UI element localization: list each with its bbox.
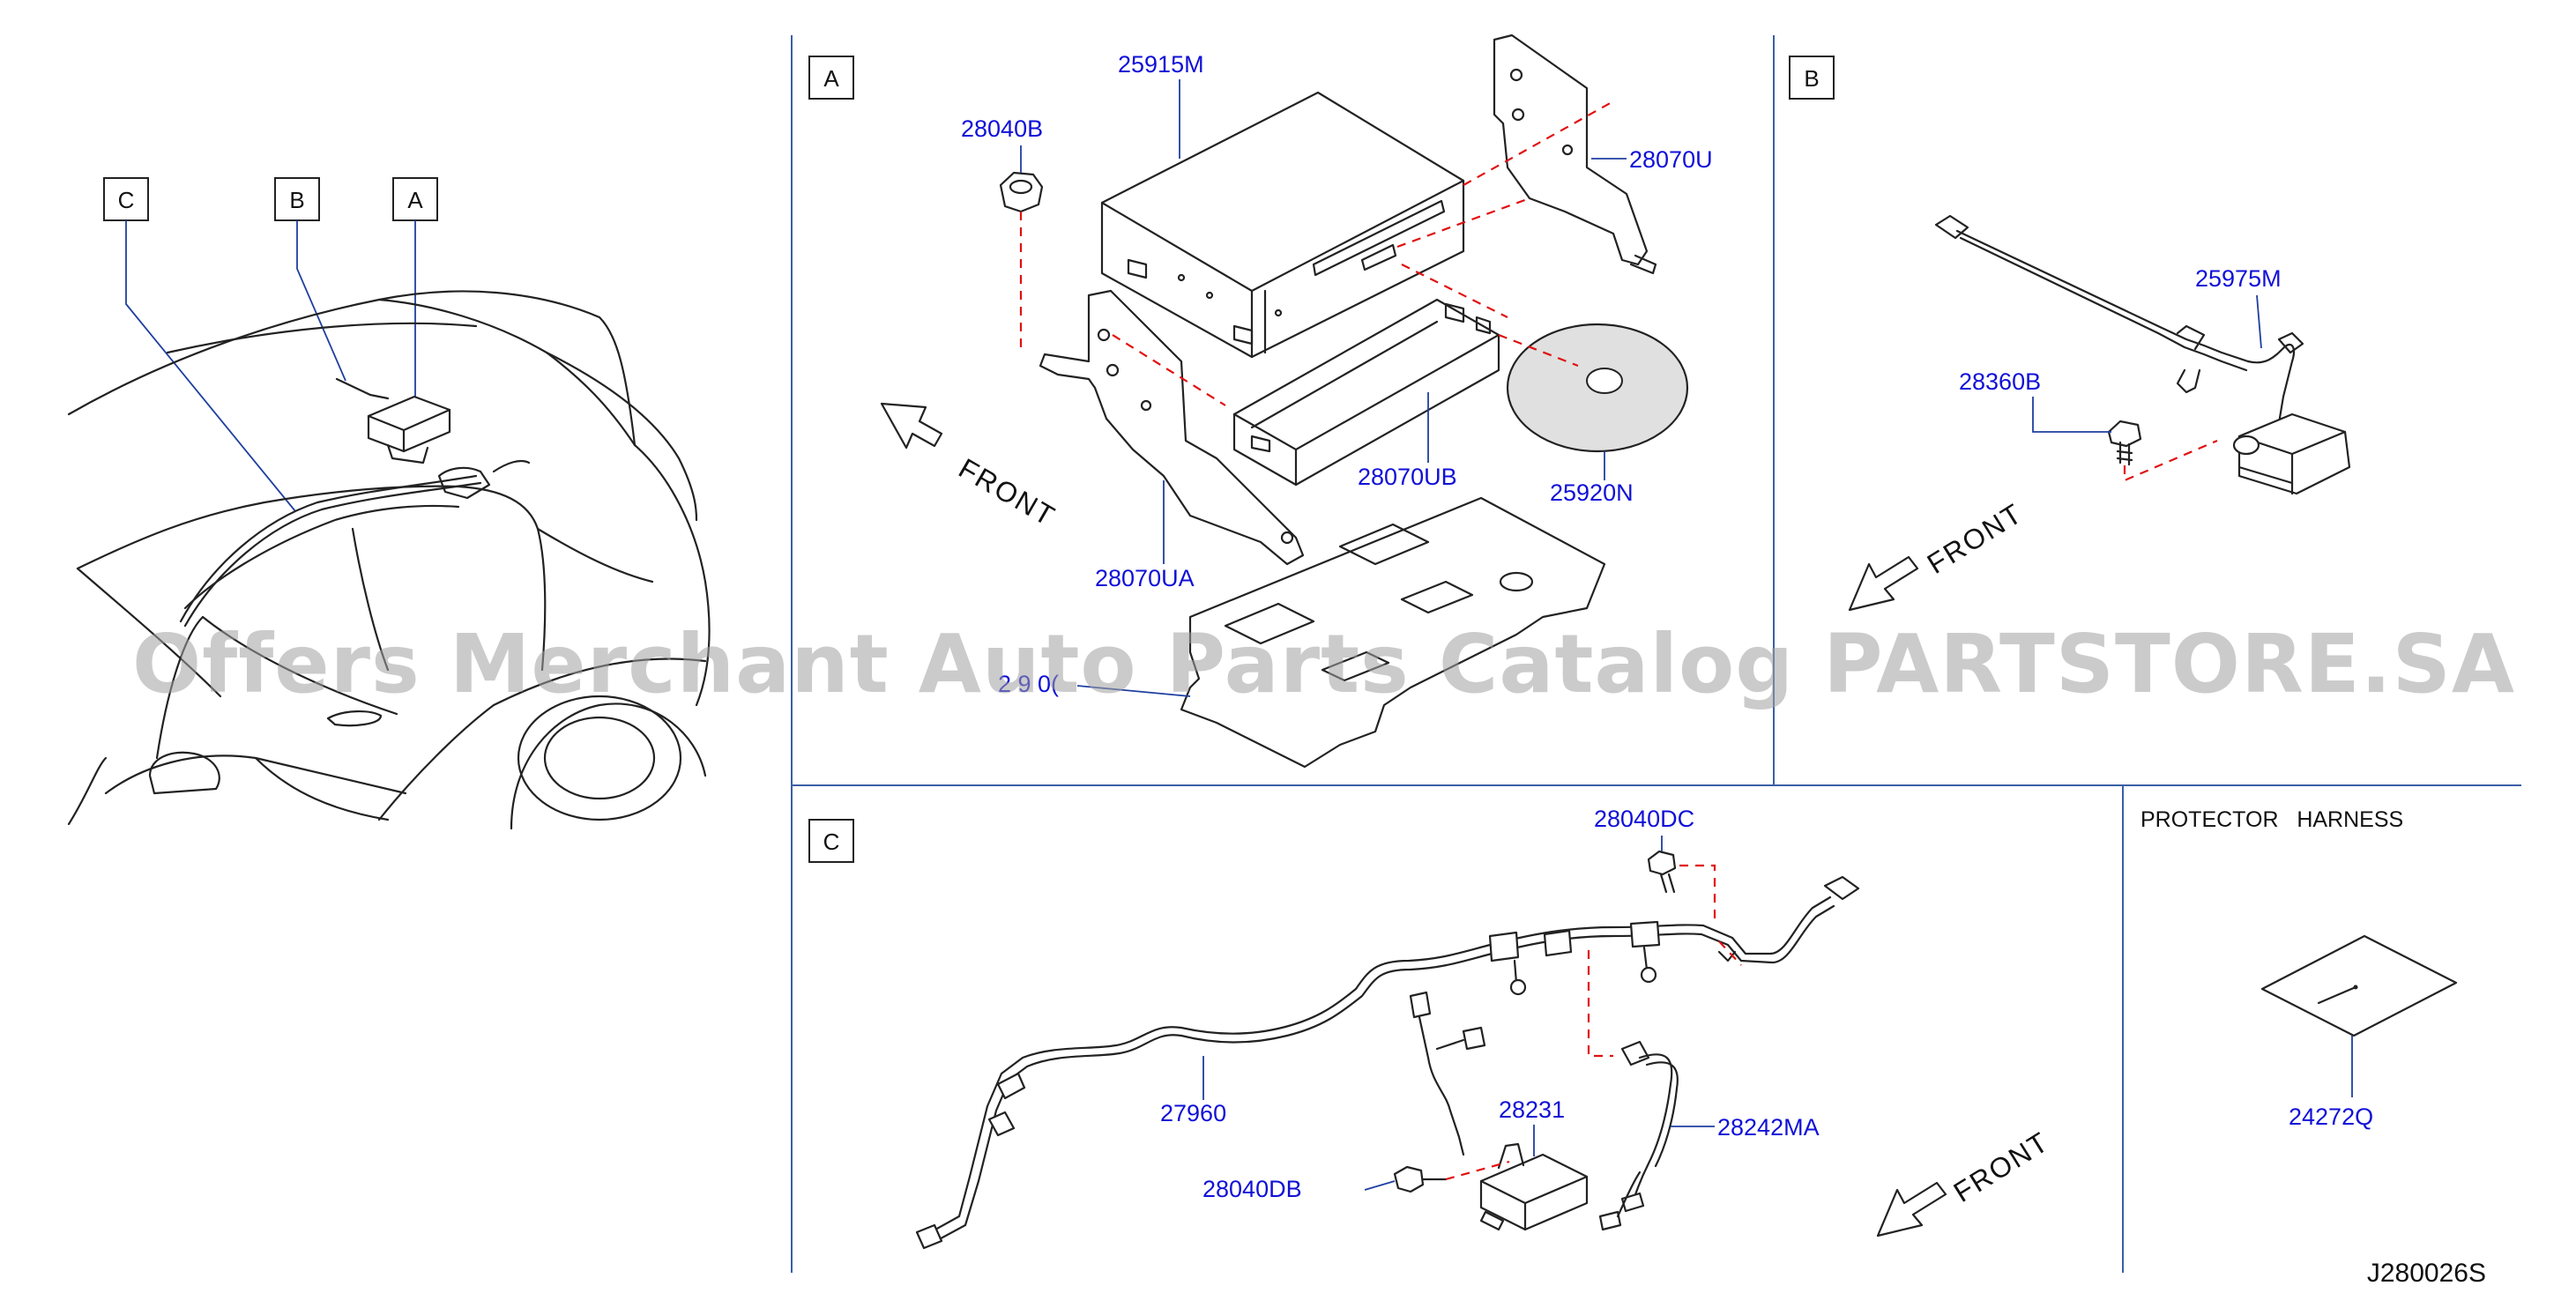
part-28070UA[interactable]: 28070UA (1095, 565, 1195, 591)
callout-a-letter: A (407, 187, 423, 213)
panel-a-letter: A (823, 65, 839, 92)
watermark: Offers Merchant Auto Parts Catalog PARTS… (132, 617, 2516, 711)
panel-a: A (808, 33, 1713, 769)
panel-b: B FRONT 25975M 28360B (1789, 56, 2351, 612)
panel-a-tag[interactable]: A (808, 56, 854, 100)
part-24272Q[interactable]: 24272Q (2289, 1104, 2373, 1130)
callout-b[interactable]: B (274, 177, 320, 221)
part-27960[interactable]: 27960 (1160, 1100, 1226, 1126)
callout-c-letter: C (118, 187, 135, 213)
part-28231[interactable]: 28231 (1499, 1096, 1565, 1123)
diagram-code: J280026S (2367, 1259, 2486, 1288)
part-28040DC[interactable]: 28040DC (1594, 806, 1694, 832)
panel-a-front-arrow: FRONT (880, 402, 1061, 532)
module-harness[interactable] (1409, 991, 1589, 1231)
part-28070UB[interactable]: 28070UB (1358, 464, 1457, 490)
callout-c[interactable]: C (103, 177, 149, 221)
part-28242MA[interactable]: 28242MA (1717, 1114, 1820, 1141)
main-harness[interactable] (915, 875, 1860, 1250)
panel-c: C (808, 806, 2055, 1250)
panel-a-front-label: FRONT (954, 452, 1061, 532)
panel-b-letter: B (1804, 65, 1819, 92)
part-2900[interactable]: 2 9 0( (998, 671, 1059, 697)
protector-title: PROTECTOR HARNESS (2140, 807, 2403, 832)
callout-b-letter: B (289, 187, 304, 213)
sub-harness[interactable] (1598, 1040, 1679, 1231)
protector-pad[interactable] (2260, 934, 2458, 1037)
callout-a[interactable]: A (392, 177, 438, 221)
panel-c-tag[interactable]: C (808, 819, 854, 863)
nut[interactable] (999, 171, 1044, 213)
tray[interactable] (1232, 298, 1500, 487)
bolt-dc[interactable] (1647, 850, 1677, 894)
part-28040B[interactable]: 28040B (961, 115, 1043, 142)
panel-protector: PROTECTOR HARNESS 24272Q (2140, 807, 2458, 1130)
insulator-mat[interactable] (1180, 496, 1606, 769)
panel-c-front-arrow: FRONT (1876, 1126, 2055, 1237)
bolt-db[interactable] (1393, 1165, 1448, 1193)
part-28070U[interactable]: 28070U (1629, 146, 1713, 173)
part-25920N[interactable]: 25920N (1550, 479, 1634, 506)
bolt[interactable] (2107, 420, 2142, 466)
part-25975M[interactable]: 25975M (2195, 265, 2282, 292)
panel-b-tag[interactable]: B (1789, 56, 1835, 100)
panel-c-front-label: FRONT (1948, 1126, 2055, 1208)
panel-b-front-arrow: FRONT (1848, 497, 2029, 612)
antenna-cable[interactable] (1934, 214, 2351, 495)
bracket-right[interactable] (1493, 33, 1657, 275)
nav-unit[interactable] (1100, 91, 1465, 359)
bracket-left[interactable] (1039, 289, 1305, 566)
disc[interactable] (1506, 323, 1689, 453)
part-25915M[interactable]: 25915M (1118, 51, 1204, 78)
part-28360B[interactable]: 28360B (1959, 368, 2041, 395)
panel-dividers (791, 35, 2521, 1273)
panel-c-letter: C (823, 829, 840, 855)
car-overview: C B A (67, 177, 711, 830)
panel-b-front-label: FRONT (1922, 497, 2029, 580)
part-28040DB[interactable]: 28040DB (1202, 1176, 1302, 1202)
